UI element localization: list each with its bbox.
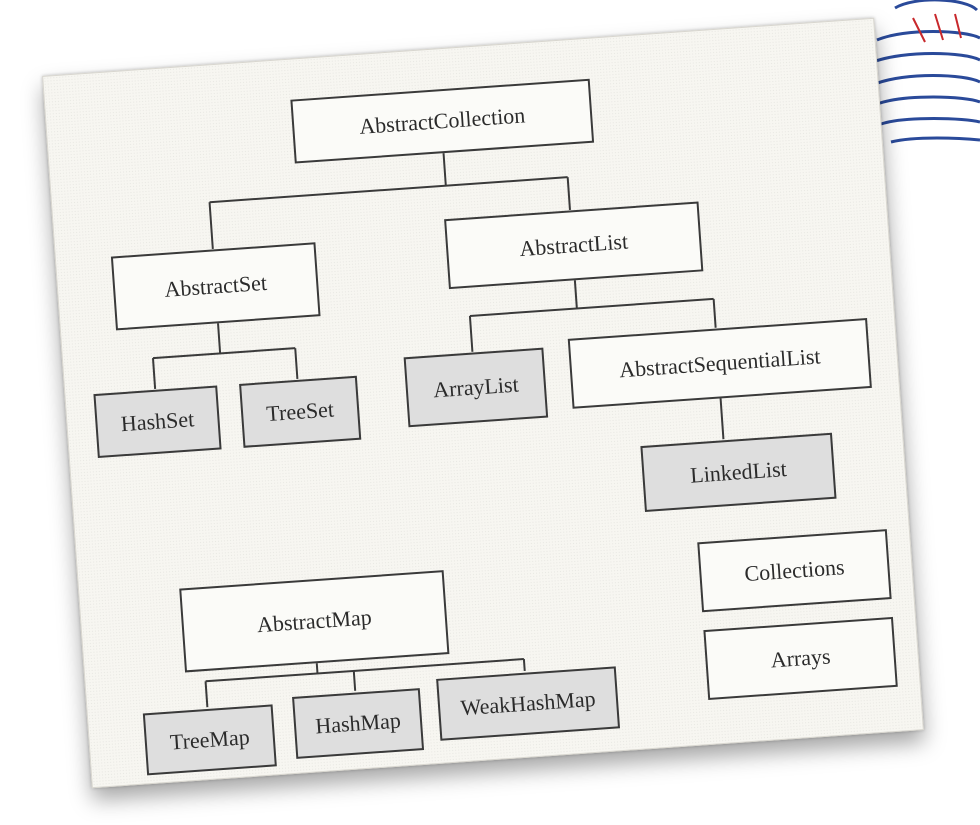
java-coffee-cup-icon bbox=[872, 0, 980, 144]
node-label: HashMap bbox=[314, 707, 402, 739]
node-label: ArrayList bbox=[432, 371, 520, 403]
node-label: Collections bbox=[743, 554, 846, 587]
connector-abstract-list-bus bbox=[469, 297, 714, 317]
node-label: HashSet bbox=[120, 406, 195, 437]
node-label: TreeMap bbox=[169, 724, 251, 755]
node-collections: Collections bbox=[697, 529, 892, 613]
node-hash-map: HashMap bbox=[292, 688, 425, 759]
node-label: AbstractSet bbox=[163, 269, 268, 302]
connector-abstract-map-to-weak-hash-map bbox=[522, 658, 526, 672]
connector-abstract-sequential-list bbox=[719, 397, 725, 440]
node-label: LinkedList bbox=[689, 456, 788, 488]
connector-abstract-map-stem bbox=[315, 661, 319, 674]
connector-abstract-set-to-tree-set bbox=[294, 348, 299, 380]
connector-abstract-list-stem bbox=[573, 279, 578, 309]
connector-abstract-set-to-hash-set bbox=[151, 358, 157, 390]
node-label: TreeSet bbox=[265, 396, 335, 427]
node-label: AbstractSequentialList bbox=[618, 343, 822, 383]
connector-abstract-map-to-tree-map bbox=[204, 681, 209, 708]
diagram-card: AbstractCollection AbstractSet AbstractL… bbox=[42, 17, 924, 789]
connector-abstract-collection-to-abstract-set bbox=[208, 202, 214, 250]
node-tree-map: TreeMap bbox=[142, 704, 277, 776]
node-label: WeakHashMap bbox=[459, 685, 597, 721]
connector-abstract-collection-bus bbox=[209, 176, 568, 204]
node-tree-set: TreeSet bbox=[239, 375, 362, 448]
connector-abstract-list-to-abstract-sequential-list bbox=[712, 298, 717, 328]
connector-abstract-collection-to-abstract-list bbox=[566, 177, 571, 211]
node-label: AbstractList bbox=[518, 228, 629, 262]
connector-abstract-collection-stem bbox=[442, 152, 447, 186]
node-label: Arrays bbox=[769, 643, 832, 673]
node-arrays: Arrays bbox=[703, 616, 898, 701]
node-weak-hash-map: WeakHashMap bbox=[436, 666, 621, 741]
connector-abstract-list-to-array-list bbox=[468, 315, 474, 352]
connector-lines bbox=[151, 152, 725, 708]
node-linked-list: LinkedList bbox=[640, 432, 837, 512]
node-hash-set: HashSet bbox=[93, 385, 222, 458]
connector-abstract-set-bus bbox=[152, 347, 296, 360]
node-label: AbstractCollection bbox=[358, 102, 526, 139]
node-label: AbstractMap bbox=[256, 604, 373, 638]
connector-abstract-set-stem bbox=[216, 322, 222, 354]
node-array-list: ArrayList bbox=[403, 347, 549, 428]
node-abstract-set: AbstractSet bbox=[110, 242, 321, 331]
connector-abstract-map-to-hash-map bbox=[352, 670, 357, 691]
connector-abstract-map-bus bbox=[205, 658, 524, 683]
